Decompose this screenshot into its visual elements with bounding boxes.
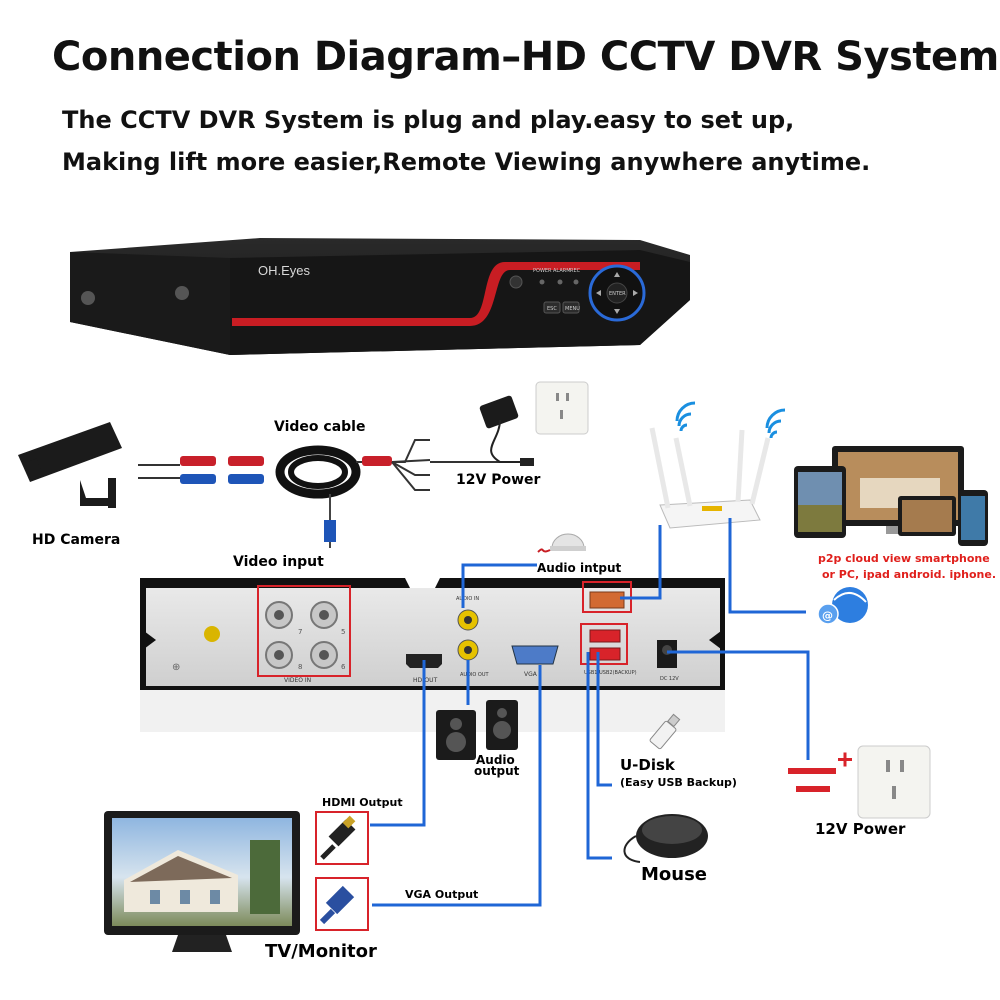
cloud-view-line-2: or PC, ipad android. iphone. xyxy=(822,568,996,581)
svg-text:AUDIO OUT: AUDIO OUT xyxy=(460,672,490,678)
led-label-power: POWER xyxy=(533,268,552,274)
svg-text:DC 12V: DC 12V xyxy=(660,676,679,682)
lan-port xyxy=(589,591,625,609)
audio-output-label-1: Audio xyxy=(476,753,515,767)
audio-input-label: Audio intput xyxy=(537,561,621,575)
tv-monitor-label: TV/Monitor xyxy=(265,941,377,962)
svg-text:VIDEO IN: VIDEO IN xyxy=(284,677,311,684)
mouse-icon xyxy=(623,814,708,863)
led-label-alarm: ALARM xyxy=(553,268,571,274)
svg-text:8: 8 xyxy=(298,663,302,671)
ground-screw-icon xyxy=(204,626,220,642)
hdmi-output-label: HDMI Output xyxy=(322,796,403,809)
screw-icon xyxy=(81,291,95,305)
vga-output-label: VGA Output xyxy=(405,888,478,901)
enter-button[interactable]: ENTER xyxy=(609,291,626,297)
usb-port-1 xyxy=(589,629,621,643)
dvr-back-panel: ⊕ 7 5 8 6 VIDEO IN HD-OUT AUDIO IN AUDIO… xyxy=(140,578,725,732)
udisk-label: U-Disk xyxy=(620,756,676,774)
usb-port-2 xyxy=(589,647,621,661)
video-in-ports: 7 5 8 6 xyxy=(265,601,346,671)
udisk-note-label: (Easy USB Backup) xyxy=(620,776,737,789)
dvr-front-unit: OH.Eyes POWER ALARM REC ESC MENU ENTER xyxy=(70,238,690,355)
wifi-icon xyxy=(765,408,786,439)
vga-plug-icon xyxy=(319,885,355,925)
wall-socket-icon xyxy=(535,381,589,435)
svg-text:ESC: ESC xyxy=(547,306,557,312)
esc-button[interactable] xyxy=(543,301,561,314)
ir-sensor-icon xyxy=(509,275,523,289)
router-icon xyxy=(649,427,771,529)
dvr-brand: OH.Eyes xyxy=(258,263,311,278)
hdmi-plug-icon xyxy=(320,815,356,860)
vga-port xyxy=(511,645,559,665)
video-cable-label: Video cable xyxy=(274,419,365,435)
power-adapter-icon xyxy=(479,395,534,466)
power-right-label: 12V Power xyxy=(815,820,906,838)
mouse-label: Mouse xyxy=(641,864,707,885)
hd-camera-icon xyxy=(18,422,122,508)
connection-wires xyxy=(370,518,810,907)
menu-button[interactable] xyxy=(562,301,580,314)
svg-text:⊕: ⊕ xyxy=(172,662,180,673)
svg-text:USB1/USB2(BACKUP): USB1/USB2(BACKUP) xyxy=(584,670,637,676)
tv-monitor-icon xyxy=(104,811,300,952)
usb-drive-icon xyxy=(649,713,681,750)
wifi-icon xyxy=(675,401,696,432)
audio-output-label-2: output xyxy=(474,764,520,778)
wall-socket-icon xyxy=(857,745,931,819)
svg-text:7: 7 xyxy=(298,628,302,636)
svg-text:5: 5 xyxy=(341,628,345,636)
page-title: Connection Diagram–HD CCTV DVR System xyxy=(52,34,999,80)
internet-globe-icon: @ xyxy=(817,587,868,625)
svg-text:6: 6 xyxy=(341,663,346,671)
subtitle-line-1: The CCTV DVR System is plug and play.eas… xyxy=(62,106,795,134)
video-cable xyxy=(138,439,500,548)
subtitle-line-2: Making lift more easier,Remote Viewing a… xyxy=(62,148,871,176)
svg-text:@: @ xyxy=(822,609,833,622)
hd-camera-label: HD Camera xyxy=(32,532,120,548)
screw-icon xyxy=(175,286,189,300)
power-top-label: 12V Power xyxy=(456,472,540,488)
svg-text:VGA: VGA xyxy=(524,671,538,678)
svg-text:AUDIO IN: AUDIO IN xyxy=(456,596,479,602)
video-input-label: Video input xyxy=(233,554,324,570)
speakers-icon xyxy=(436,700,518,760)
led-label-rec: REC xyxy=(570,268,581,274)
remote-devices-icon xyxy=(794,446,988,546)
cloud-view-line-1: p2p cloud view smartphone xyxy=(818,552,990,565)
microphone-icon xyxy=(537,533,586,553)
svg-text:MENU: MENU xyxy=(565,306,580,312)
dc-power-symbol-icon xyxy=(788,752,852,792)
